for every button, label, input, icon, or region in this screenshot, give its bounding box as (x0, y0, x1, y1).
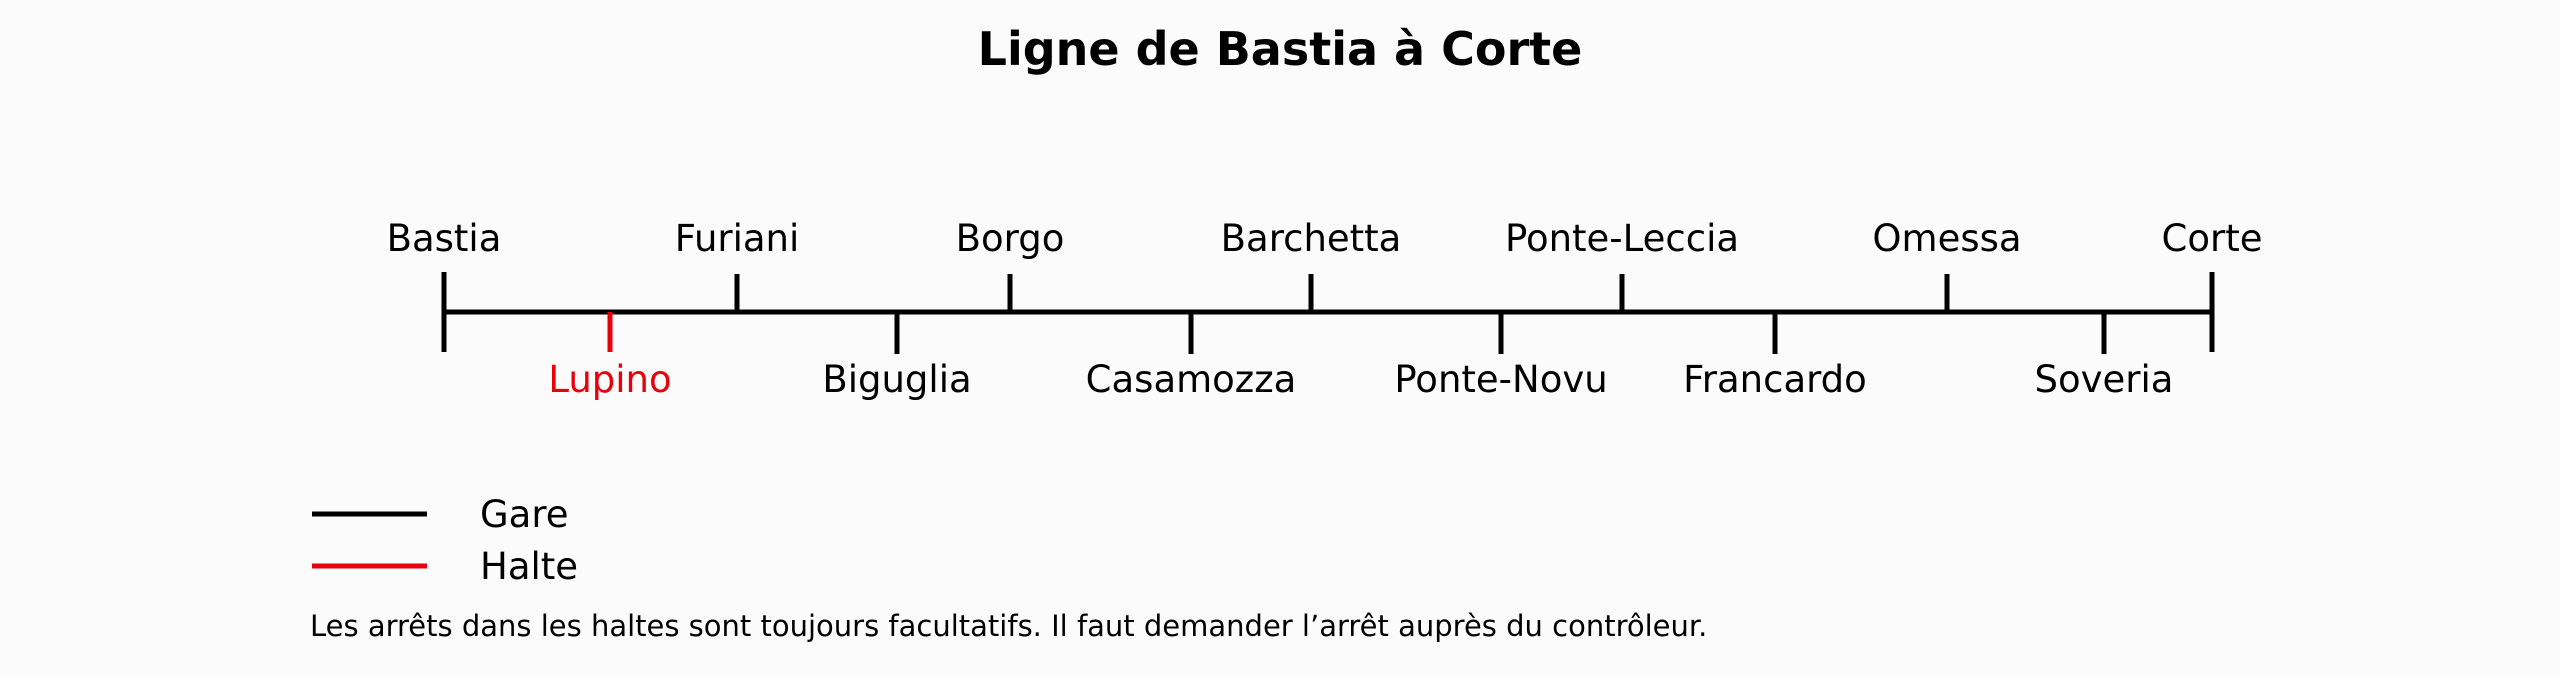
station-label-soveria: Soveria (2035, 358, 2174, 401)
station-label-omessa: Omessa (1872, 217, 2021, 260)
station-label-francardo: Francardo (1683, 358, 1867, 401)
station-label-casamozza: Casamozza (1086, 358, 1297, 401)
legend: Gare Halte (312, 493, 578, 588)
station-label-barchetta: Barchetta (1221, 217, 1402, 260)
footnote: Les arrêts dans les haltes sont toujours… (310, 609, 1707, 643)
station-label-ponte-novu: Ponte-Novu (1394, 358, 1607, 401)
station-label-furiani: Furiani (675, 217, 800, 260)
legend-gare-label: Gare (480, 493, 569, 536)
station-label-corte: Corte (2162, 217, 2263, 260)
station-label-borgo: Borgo (956, 217, 1065, 260)
station-label-biguglia: Biguglia (822, 358, 971, 401)
legend-halte-label: Halte (480, 545, 578, 588)
diagram-title: Ligne de Bastia à Corte (978, 22, 1583, 76)
station-label-bastia: Bastia (387, 217, 502, 260)
station-label-lupino: Lupino (548, 358, 671, 401)
station-label-ponte-leccia: Ponte-Leccia (1505, 217, 1739, 260)
